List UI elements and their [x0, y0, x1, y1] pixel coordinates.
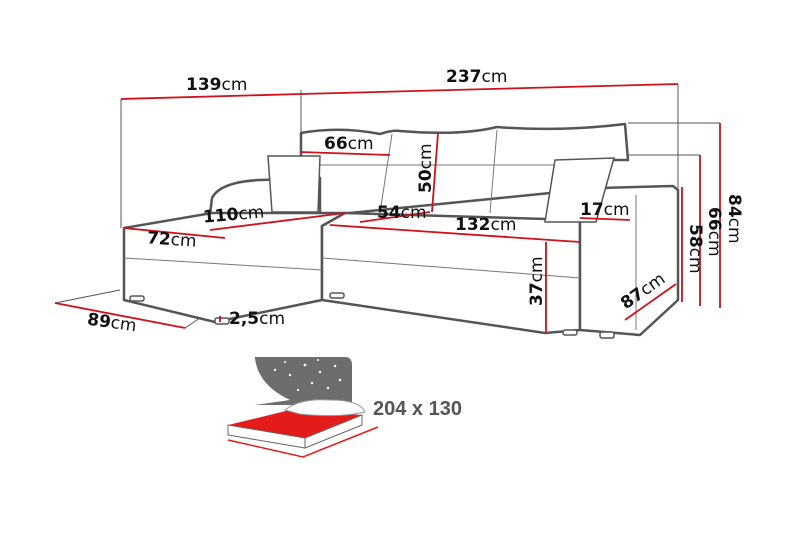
dim-chaise-width: 139cm: [186, 75, 248, 95]
dim-leg-height: 2,5cm: [229, 309, 286, 329]
sleeping-area-label: 204 x 130: [373, 398, 462, 420]
dim-armrest-height: 58cm: [685, 224, 705, 274]
dim-back-cushion-width: 66cm: [324, 134, 374, 154]
dim-seat-depth: 54cm: [377, 203, 427, 223]
dim-seat-width: 132cm: [455, 215, 517, 235]
dim-armrest-width: 17cm: [580, 200, 630, 220]
sofa-bed-icon: [227, 357, 379, 458]
dim-total-height: 84cm: [724, 194, 744, 244]
dim-seat-height: 37cm: [527, 256, 547, 306]
dim-back-height: 66cm: [704, 207, 724, 257]
dim-back-cushion-height: 50cm: [416, 143, 436, 193]
dim-total-width: 237cm: [446, 67, 508, 87]
dim-chaise-seat-depth: 72cm: [146, 228, 198, 252]
